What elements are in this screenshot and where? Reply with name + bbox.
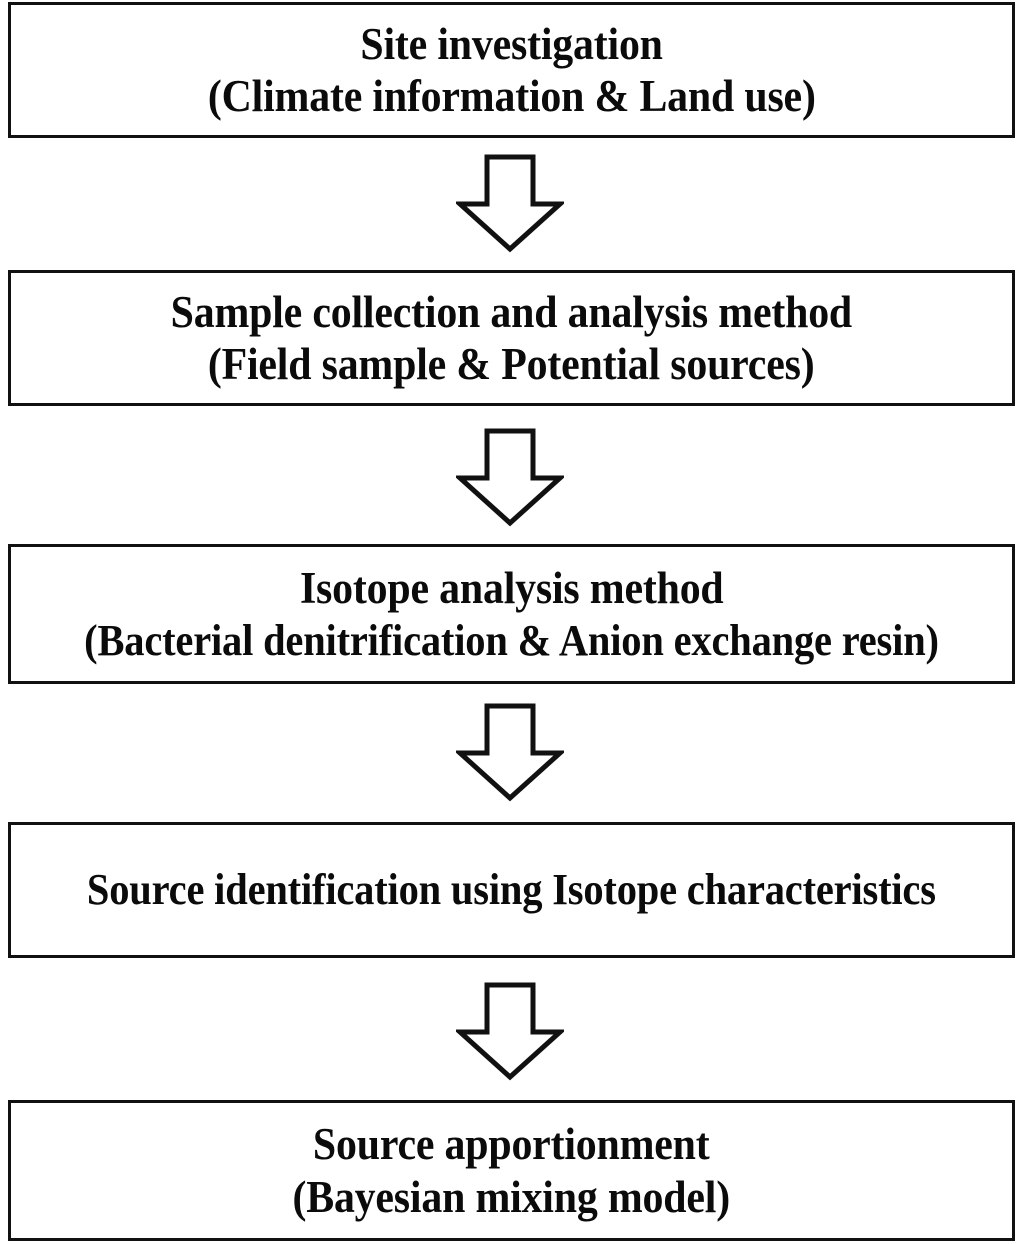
flow-node-title: Source identification using Isotope char… <box>87 865 936 915</box>
flow-node-subtitle: (Field sample & Potential sources) <box>208 339 815 389</box>
flow-node-isotope-analysis-method: Isotope analysis method (Bacterial denit… <box>8 544 1015 684</box>
flow-node-source-apportionment: Source apportionment (Bayesian mixing mo… <box>8 1100 1015 1241</box>
down-arrow-icon <box>456 702 564 802</box>
flow-node-title: Source apportionment <box>313 1119 710 1170</box>
flow-node-subtitle: (Bayesian mixing model) <box>292 1171 731 1222</box>
flow-node-title: Site investigation <box>360 18 663 69</box>
flow-node-sample-collection-and-analysis-method: Sample collection and analysis method (F… <box>8 270 1015 406</box>
down-arrow-icon <box>456 427 564 527</box>
flow-node-subtitle: (Bacterial denitrification & Anion excha… <box>84 615 939 665</box>
down-arrow-icon <box>456 981 564 1081</box>
down-arrow-icon <box>456 153 564 253</box>
flow-node-site-investigation: Site investigation (Climate information … <box>8 2 1015 138</box>
flow-node-subtitle: (Climate information & Land use) <box>207 71 816 121</box>
flow-node-title: Sample collection and analysis method <box>170 286 853 337</box>
flow-node-source-identification-using-isotope-characteristics: Source identification using Isotope char… <box>8 822 1015 958</box>
flow-node-title: Isotope analysis method <box>299 563 724 614</box>
